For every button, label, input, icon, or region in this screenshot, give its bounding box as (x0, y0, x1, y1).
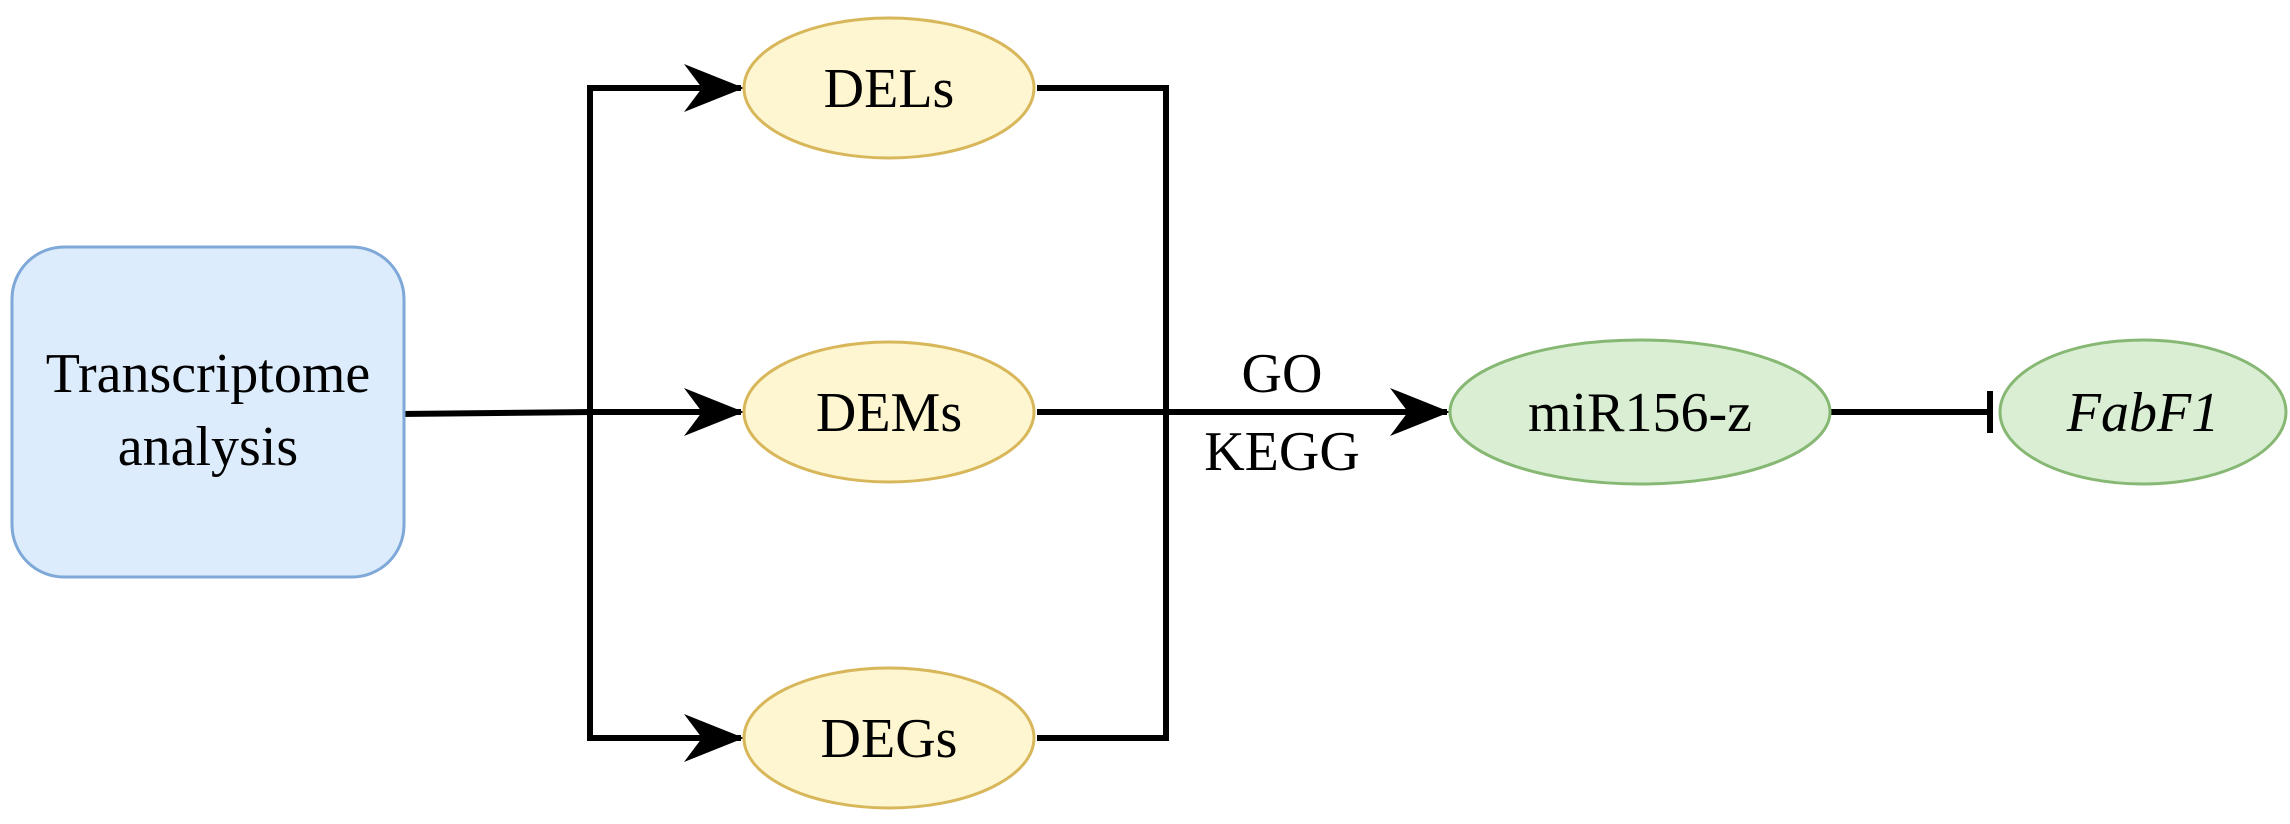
degs-label: DEGs (821, 708, 958, 770)
dels-node: DELs (742, 16, 1036, 160)
edge-label-go: GO (1242, 343, 1323, 405)
degs-node: DEGs (742, 666, 1036, 810)
mir156z-node: miR156-z (1448, 338, 1832, 486)
edge-label-kegg: KEGG (1204, 421, 1360, 483)
dels-label: DELs (824, 58, 955, 120)
source-label-line2: analysis (118, 416, 298, 478)
fabf1-label: FabF1 (2066, 382, 2219, 444)
fabf1-node: FabF1 (1998, 338, 2288, 486)
dems-node: DEMs (742, 340, 1036, 484)
mir156z-label: miR156-z (1528, 382, 1752, 444)
dems-label: DEMs (816, 382, 962, 444)
transcriptome-analysis-box: Transcriptome analysis (10, 245, 406, 579)
source-label-line1: Transcriptome (46, 343, 371, 405)
edge-source-to-branch (398, 408, 594, 418)
